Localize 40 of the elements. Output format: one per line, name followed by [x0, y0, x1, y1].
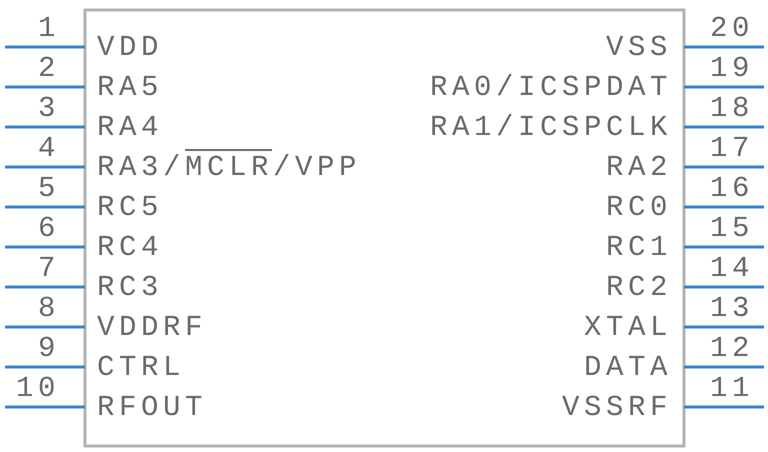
- pin-number: 3: [38, 94, 60, 124]
- pin-number: 2: [38, 54, 60, 84]
- pin-name: RC0: [606, 193, 672, 223]
- pin-number: 19: [710, 54, 754, 84]
- pin-name: RFOUT: [97, 393, 208, 423]
- pin-number: 13: [710, 294, 754, 324]
- pin-name: VDDRF: [97, 313, 208, 343]
- pin-name: RC3: [97, 273, 164, 303]
- pin-name: RA2: [606, 153, 672, 183]
- pin-name: XTAL: [584, 313, 672, 343]
- pin-name: RA1/ICSPCLK: [430, 113, 672, 143]
- pin-name: VSS: [606, 33, 672, 63]
- pin-name: DATA: [584, 353, 672, 383]
- pin-name: RA4: [97, 113, 164, 143]
- pin-number: 18: [710, 94, 754, 124]
- pin-number: 6: [38, 214, 60, 244]
- pin-number: 9: [38, 334, 60, 364]
- pin-name: RA0/ICSPDAT: [430, 73, 672, 103]
- pin-number: 7: [38, 254, 60, 284]
- pin-name: RC1: [606, 233, 672, 263]
- pin-number: 14: [710, 254, 754, 284]
- pin-number: 11: [710, 374, 754, 404]
- pin-number: 4: [38, 134, 60, 164]
- pin-number: 1: [38, 14, 60, 44]
- pin-name: VDD: [97, 33, 164, 63]
- pin-number: 5: [38, 174, 60, 204]
- pin-name: RA3/MCLR/VPP: [97, 153, 362, 183]
- pin-number: 12: [710, 334, 754, 364]
- pin-number: 10: [16, 374, 60, 404]
- pin-number: 15: [710, 214, 754, 244]
- pin-name: RC2: [606, 273, 672, 303]
- pin-name: VSSRF: [562, 393, 672, 423]
- pin-name: CTRL: [97, 353, 186, 383]
- pin-number: 20: [710, 14, 754, 44]
- pin-name: RC4: [97, 233, 164, 263]
- pin-number: 16: [710, 174, 754, 204]
- pin-number: 8: [38, 294, 60, 324]
- pin-number: 17: [710, 134, 754, 164]
- pin-name: RA5: [97, 73, 164, 103]
- pin-name: RC5: [97, 193, 164, 223]
